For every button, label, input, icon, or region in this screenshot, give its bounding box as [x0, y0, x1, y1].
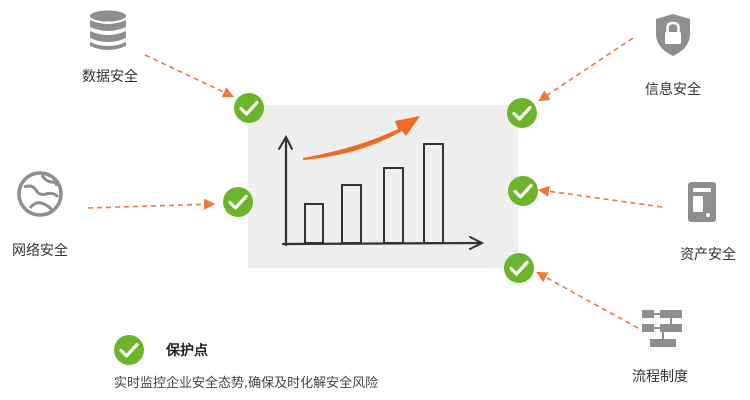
server-tower-icon	[688, 182, 716, 222]
check-icon-info-security	[507, 98, 537, 128]
legend-title: 保护点	[166, 343, 208, 359]
check-icon-network-security	[223, 187, 253, 217]
check-icon-legend	[114, 335, 144, 365]
workflow-icon	[642, 310, 682, 347]
check-icon-data-security	[234, 93, 264, 123]
arrow-asset-security	[537, 185, 663, 208]
arrow-info-security	[538, 37, 634, 102]
arrow-process-system	[536, 271, 639, 329]
growth-chart-panel	[248, 105, 518, 268]
check-icon-process-system	[504, 253, 534, 283]
legend-description: 实时监控企业安全态势,确保及时化解安全风险	[114, 376, 379, 391]
check-icon-asset-security	[508, 176, 538, 206]
globe-icon	[17, 171, 63, 217]
label-process-system: 流程制度	[632, 369, 688, 385]
shield-lock-icon	[656, 14, 690, 56]
label-network-security: 网络安全	[12, 243, 68, 259]
label-asset-security: 资产安全	[680, 247, 736, 263]
arrow-network-security	[87, 198, 216, 210]
database-icon	[90, 10, 126, 50]
sketch-bar-chart-icon	[278, 116, 485, 250]
arrow-data-security	[144, 54, 235, 98]
label-data-security: 数据安全	[82, 69, 138, 85]
label-info-security: 信息安全	[645, 82, 701, 98]
